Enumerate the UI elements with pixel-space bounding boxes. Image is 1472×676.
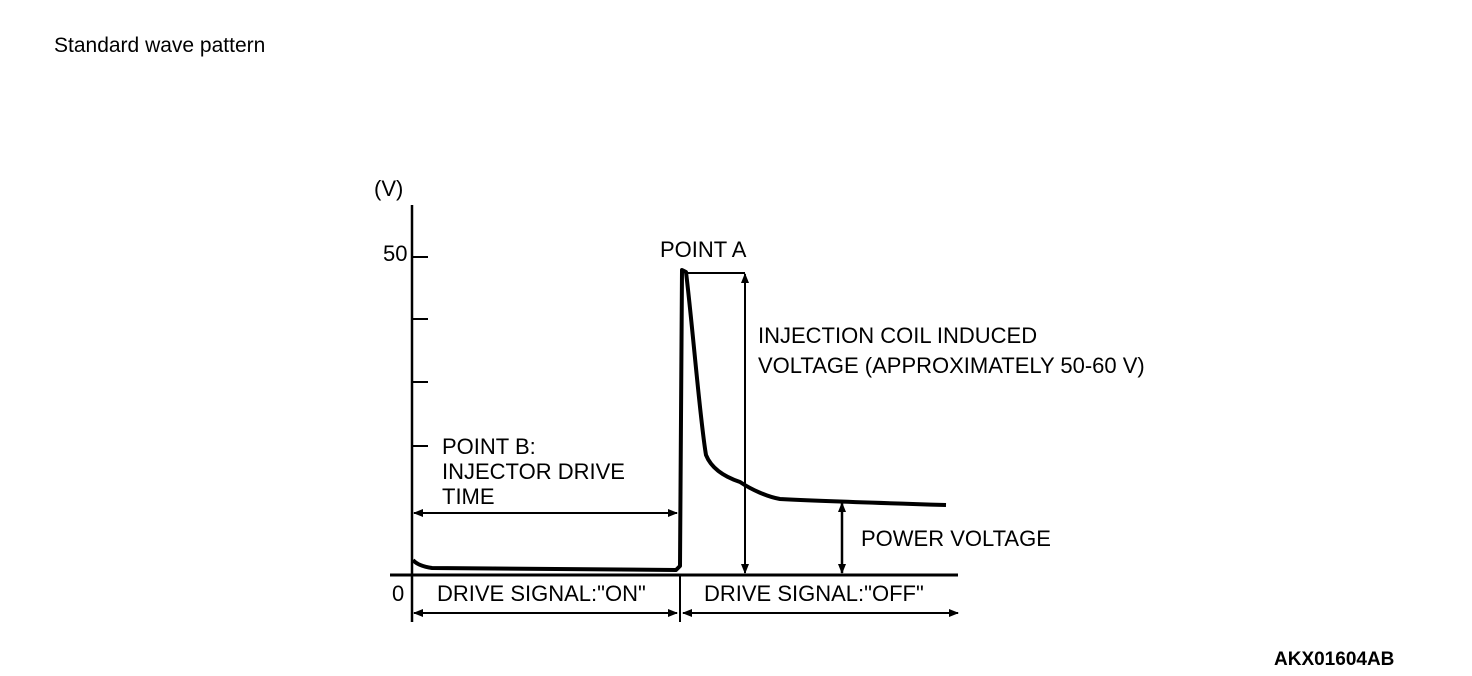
drive-signal-off-label: DRIVE SIGNAL:"OFF" [704, 581, 924, 606]
point-b-label-line2: INJECTOR DRIVE [442, 459, 625, 484]
point-a-label: POINT A [660, 237, 747, 262]
drive-signal-on-label: DRIVE SIGNAL:"ON" [437, 581, 646, 606]
point-b-label-line3: TIME [442, 484, 495, 509]
figure-reference-code: AKX01604AB [1274, 649, 1394, 670]
induced-voltage-label-line1: INJECTION COIL INDUCED [758, 323, 1037, 348]
page-title: Standard wave pattern [54, 34, 266, 57]
induced-voltage-label-line2: VOLTAGE (APPROXIMATELY 50-60 V) [758, 353, 1145, 378]
y-axis-ticks [412, 256, 428, 447]
y-axis-origin-label: 0 [392, 581, 404, 606]
power-voltage-label: POWER VOLTAGE [861, 526, 1051, 551]
y-axis-unit-label: (V) [374, 176, 403, 201]
y-axis-tick-label-50: 50 [383, 241, 407, 266]
point-b-label-line1: POINT B: [442, 434, 536, 459]
voltage-waveform [411, 268, 947, 572]
